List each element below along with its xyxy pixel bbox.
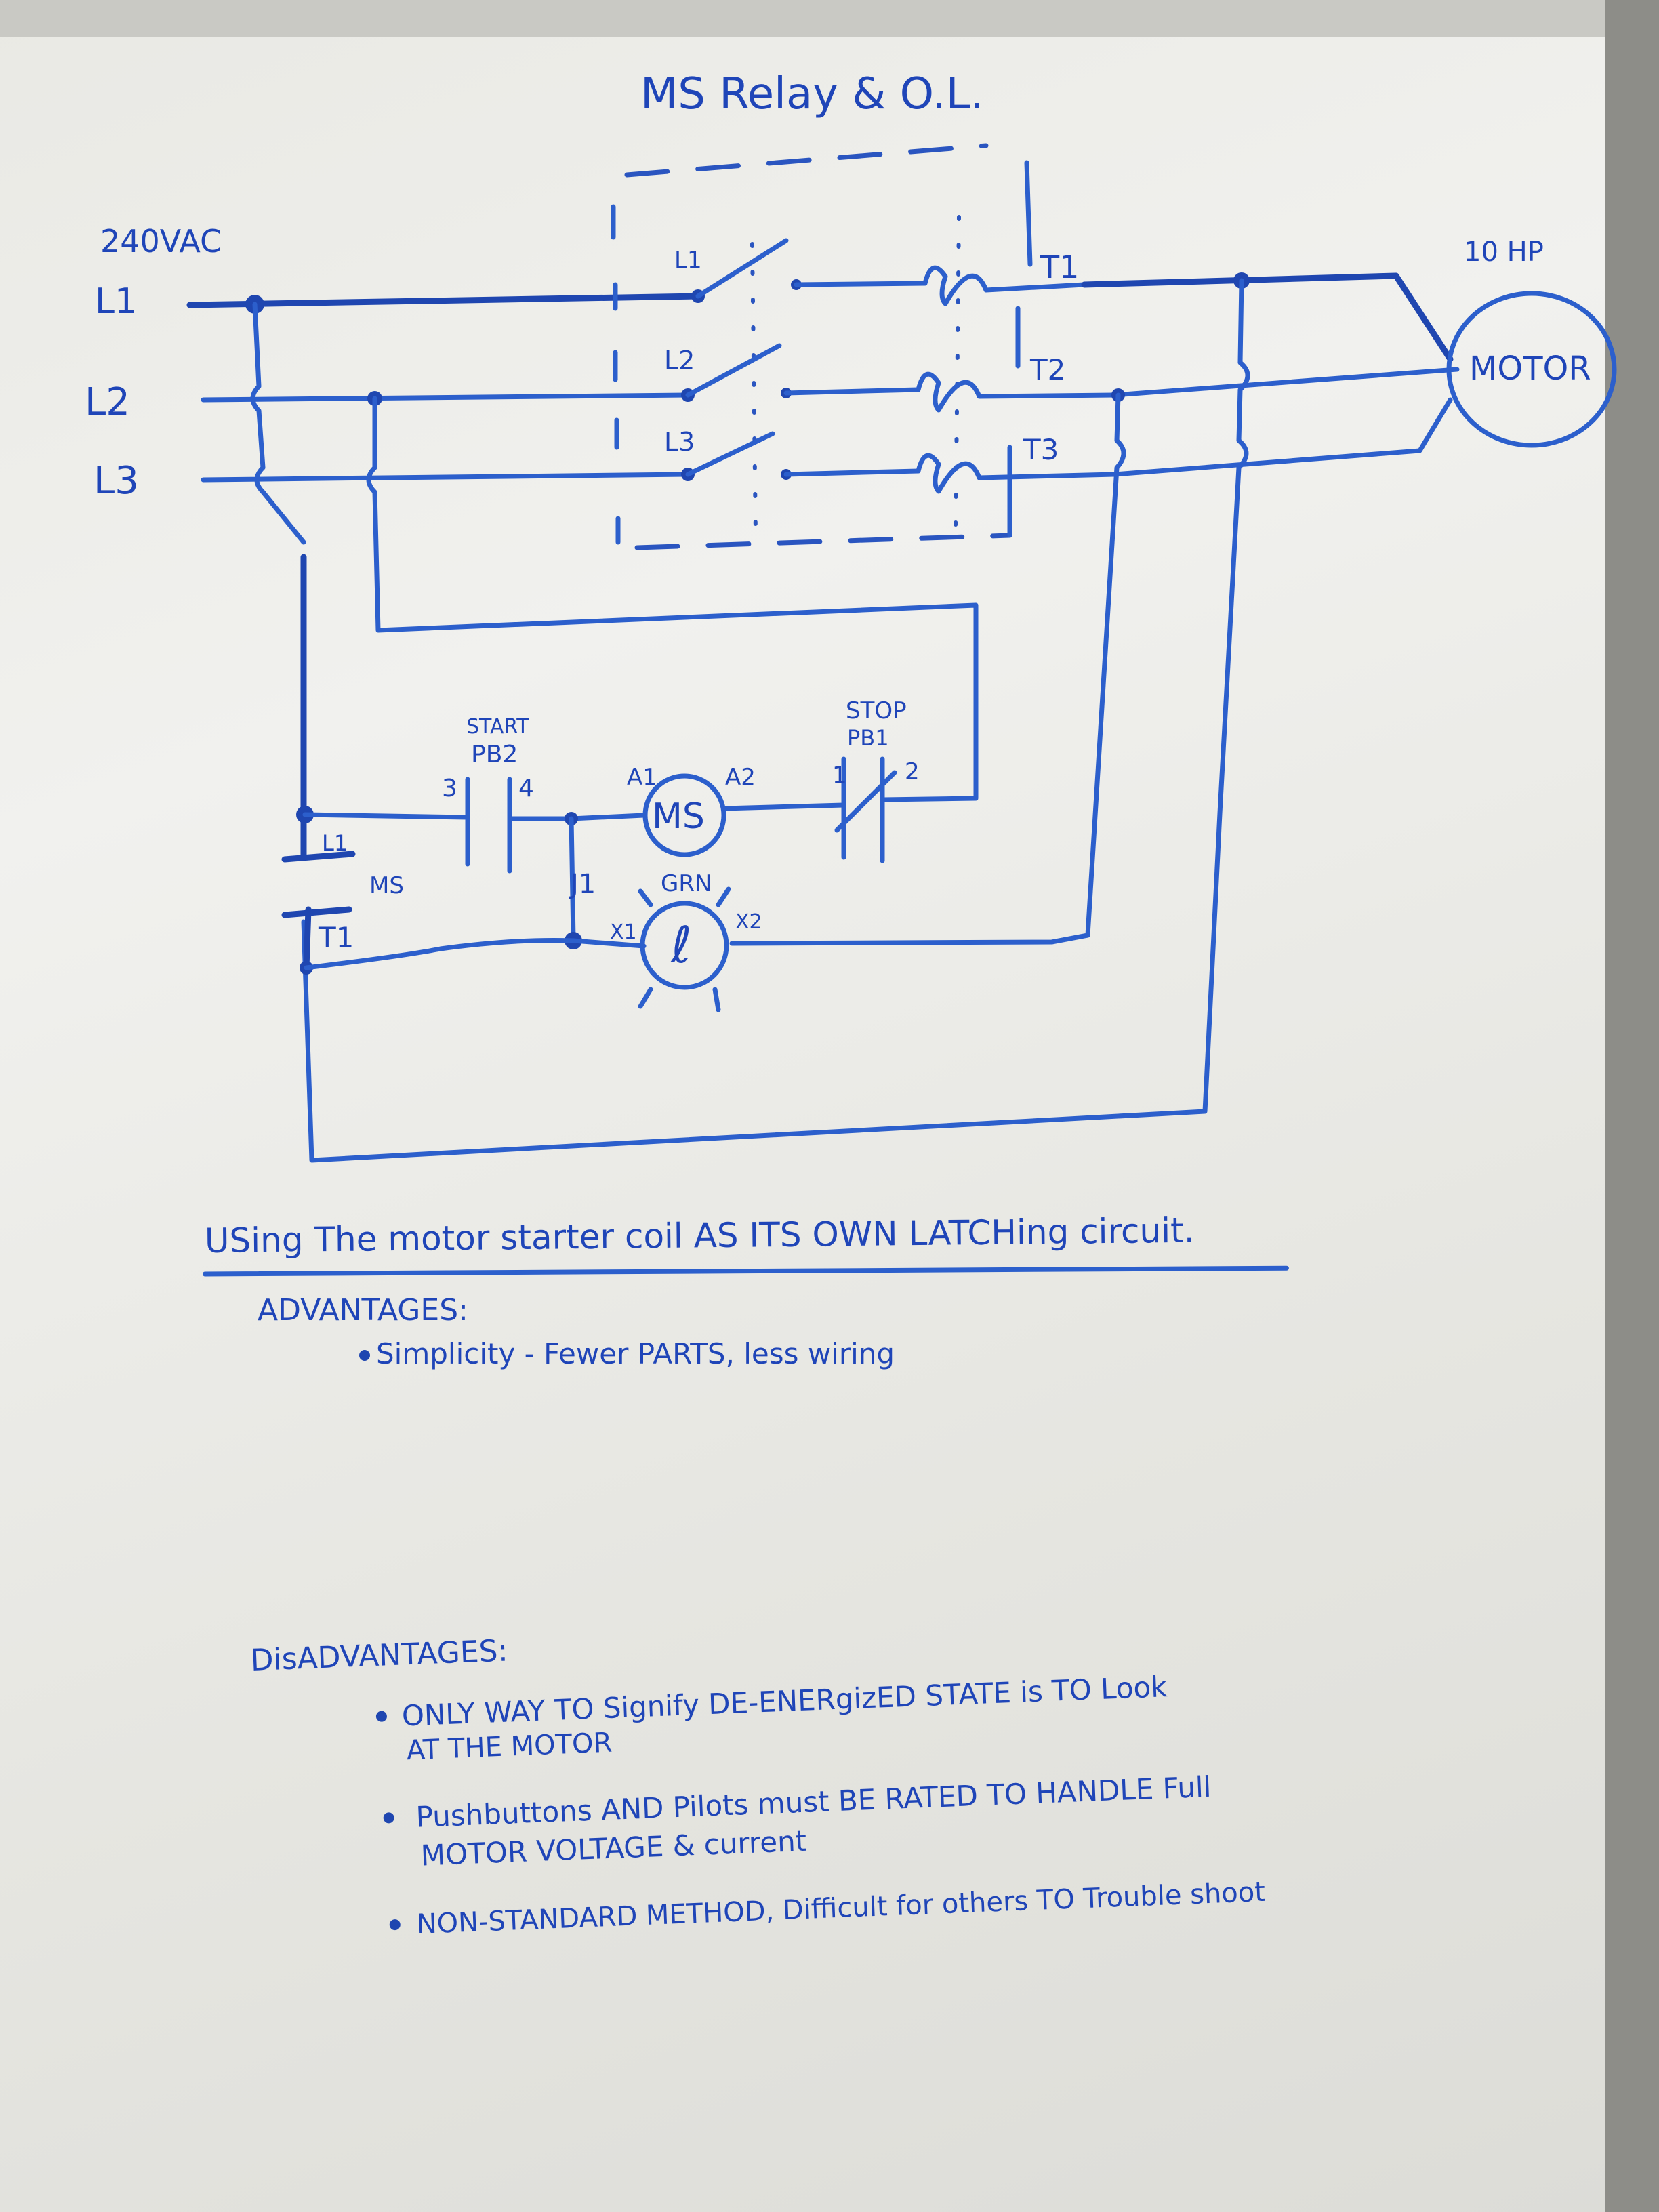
bullet <box>389 1919 401 1931</box>
contact-label-l2: L2 <box>664 346 695 375</box>
wire-t2 <box>1112 367 1460 398</box>
wire-t1-return <box>301 278 1250 1163</box>
wire-l3 <box>201 472 691 483</box>
line-label-l3: L3 <box>94 459 139 503</box>
wire-t2-pilot <box>729 392 1126 946</box>
disadvantage-2-line2: MOTOR VOLTAGE & current <box>420 1824 807 1872</box>
disadvantage-1-line1: ONLY WAY TO Signify DE-ENERgizED STATE i… <box>401 1670 1168 1732</box>
aux-label-t1: T1 <box>318 921 354 954</box>
enclosure-top <box>624 143 989 178</box>
stop-terminal-2: 2 <box>905 758 920 785</box>
coil-terminal-a2: A2 <box>725 764 756 791</box>
load-label-t2: T2 <box>1029 353 1065 386</box>
pilot-lamp-symbol: ℓ <box>670 916 692 975</box>
disadvantages-group: DisADVANTAGES: ONLY WAY TO Signify DE-EN… <box>250 1633 1266 1940</box>
start-terminal-4: 4 <box>518 775 534 802</box>
wire-l2-control <box>366 396 979 802</box>
jumper-j1 <box>569 816 576 941</box>
start-pb-label: PB2 <box>471 741 518 769</box>
stop-pb-label: PB1 <box>847 725 889 751</box>
pilot-light-green <box>640 901 729 990</box>
aux-contact-ms <box>281 811 356 971</box>
board-frame-right <box>1605 0 1659 2212</box>
start-pushbutton <box>302 777 647 874</box>
contact-label-l3: L3 <box>664 427 695 457</box>
mechanical-link-contacts <box>750 242 758 537</box>
aux-label-l1: L1 <box>322 830 348 856</box>
coil-label: MS <box>652 796 705 837</box>
pilot-color-label: GRN <box>661 870 712 897</box>
pilot-light-rays <box>638 886 731 1012</box>
bullet <box>359 1350 370 1361</box>
motor-label: MOTOR <box>1469 350 1591 388</box>
pilot-terminal-x1: X1 <box>610 920 637 944</box>
wire-t1 <box>1081 272 1454 363</box>
advantages-heading: ADVANTAGES: <box>258 1293 468 1328</box>
line-label-l1: L1 <box>95 281 137 322</box>
contact-label-l1: L1 <box>674 247 702 274</box>
stop-label: STOP <box>846 697 907 724</box>
board-frame-top <box>0 0 1659 37</box>
load-label-t3: T3 <box>1023 433 1059 466</box>
enclosure-bottom <box>634 533 1012 550</box>
jumper-label: J1 <box>569 869 596 900</box>
disadvantage-3-line1: NON-STANDARD METHOD, Difficult for other… <box>416 1877 1266 1940</box>
disadvantages-heading: DisADVANTAGES: <box>250 1633 509 1678</box>
notes-heading: USing The motor starter coil AS ITS OWN … <box>205 1211 1195 1261</box>
enclosure-left <box>611 204 621 545</box>
wire-l2 <box>201 392 691 403</box>
disadvantage-2-line1: Pushbuttons AND Pilots must BE RATED TO … <box>415 1770 1212 1834</box>
diagram-title: MS Relay & O.L. <box>640 69 984 119</box>
notes-heading-group: USing The motor starter coil AS ITS OWN … <box>202 1211 1289 1277</box>
bullet <box>375 1711 387 1722</box>
start-terminal-3: 3 <box>442 775 457 802</box>
mechanical-link-overloads <box>954 215 961 537</box>
stop-pushbutton <box>721 756 897 863</box>
wire-t3 <box>1112 397 1453 477</box>
stop-terminal-1: 1 <box>832 762 847 789</box>
advantage-item: Simplicity - Fewer PARTS, less wiring <box>376 1337 895 1370</box>
heading-underline <box>202 1265 1289 1277</box>
coil-terminal-a1: A1 <box>627 764 657 791</box>
load-label-t1: T1 <box>1040 249 1079 285</box>
start-label: START <box>466 715 529 739</box>
bullet <box>383 1812 394 1824</box>
aux-label-ms: MS <box>369 872 404 899</box>
overload-heaters <box>783 265 1118 494</box>
enclosure-right <box>1007 160 1033 538</box>
wire-pilot-x1 <box>304 938 647 970</box>
main-contacts <box>681 238 802 481</box>
coil-ms <box>642 773 726 857</box>
motor-symbol <box>1446 291 1617 448</box>
wire-l1 <box>186 293 701 308</box>
pilot-terminal-x2: X2 <box>735 910 762 934</box>
line-label-l2: L2 <box>85 380 130 424</box>
disadvantage-1-line2: AT THE MOTOR <box>406 1727 613 1767</box>
wire-l1-drop <box>250 302 306 545</box>
supply-voltage-label: 240VAC <box>100 223 222 260</box>
motor-rating: 10 HP <box>1464 237 1544 268</box>
